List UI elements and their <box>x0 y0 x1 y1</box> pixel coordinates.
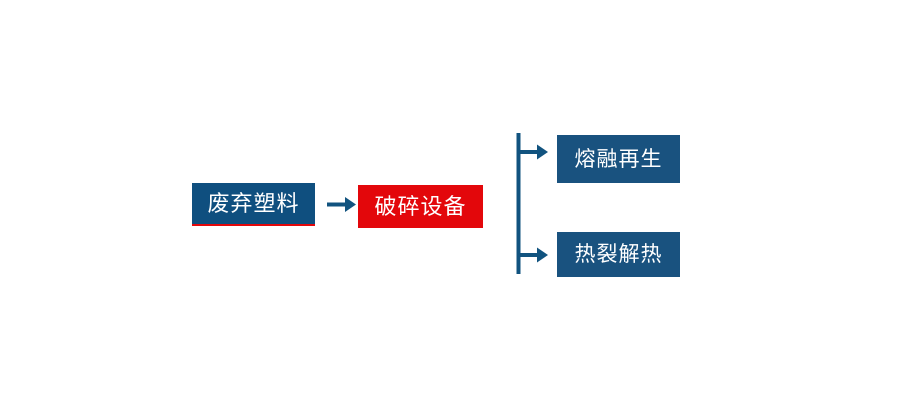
branch-split-connector-icon <box>516 133 548 274</box>
node-pyrolysis-label: 热裂解热 <box>574 243 663 266</box>
arrow-right-icon <box>327 197 356 212</box>
node-waste-plastic-label: 废弃塑料 <box>207 190 300 216</box>
arrow-head <box>345 197 356 212</box>
node-pyrolysis[interactable]: 热裂解热 <box>557 232 680 277</box>
node-waste-plastic[interactable]: 废弃塑料 <box>192 183 315 226</box>
branch-bottom-arrow-head <box>537 247 548 263</box>
branch-top-arrow-head <box>537 144 548 160</box>
node-melt-regeneration-label: 熔融再生 <box>574 147 663 171</box>
node-crusher[interactable]: 破碎设备 <box>358 185 483 228</box>
node-crusher-label: 破碎设备 <box>374 193 467 219</box>
node-melt-regeneration[interactable]: 熔融再生 <box>557 135 680 183</box>
